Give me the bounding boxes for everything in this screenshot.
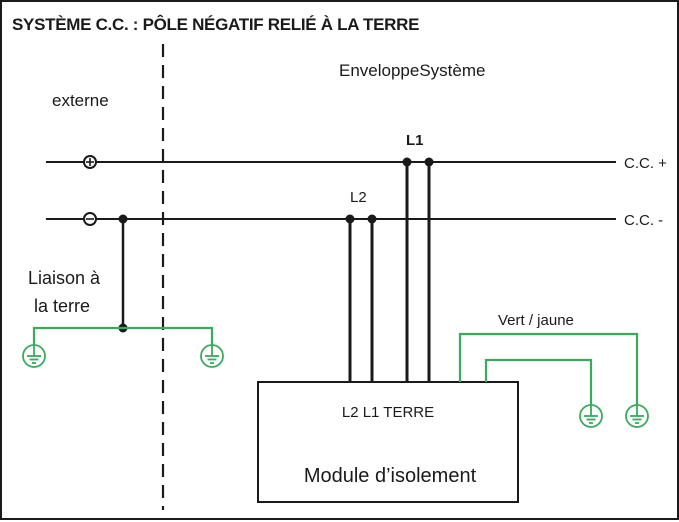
earth-bar-wire [32, 326, 214, 345]
isolation-module [257, 381, 519, 503]
earth-link-junction-top [118, 214, 128, 224]
ground-icon [579, 404, 603, 428]
earth-link-label-line2: la terre [34, 296, 90, 316]
dc-positive-label: C.C. + [624, 155, 667, 172]
earth-wire-outer [458, 332, 639, 405]
ground-icon [625, 404, 649, 428]
l1-junction-a [402, 157, 412, 167]
external-label: externe [52, 91, 109, 110]
positive-terminal-icon [83, 155, 97, 169]
diagram-title: SYSTÈME C.C. : PÔLE NÉGATIF RELIÉ À LA T… [12, 15, 419, 34]
earth-wire-inner [484, 358, 593, 405]
dc-negative-label: C.C. - [624, 212, 663, 229]
negative-terminal-icon [83, 212, 97, 226]
l2-junction-a [345, 214, 355, 224]
module-terminals-label: L2 L1 TERRE [342, 404, 434, 421]
l1-label: L1 [406, 132, 424, 149]
module-name-label: Module d’isolement [304, 465, 477, 487]
l1-junction-b [424, 157, 434, 167]
l2-junction-b [367, 214, 377, 224]
l2-label: L2 [350, 189, 367, 206]
ground-icon [200, 344, 224, 368]
enclosure-label: EnveloppeSystème [339, 61, 485, 80]
earth-link-label-line1: Liaison à [28, 268, 101, 288]
green-yellow-label: Vert / jaune [498, 312, 574, 329]
ground-icon [22, 344, 46, 368]
